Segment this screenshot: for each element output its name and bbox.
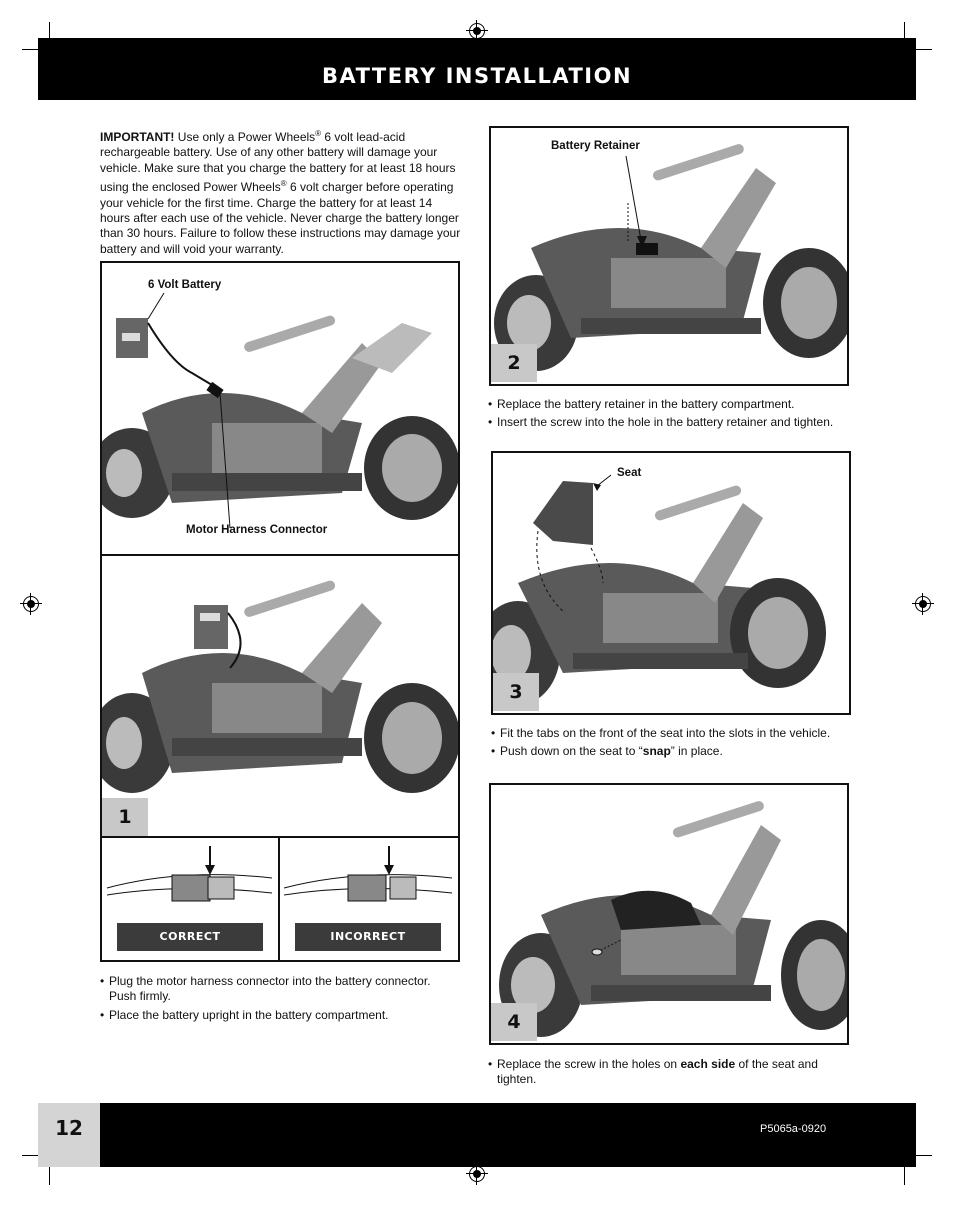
registered-mark: ®	[280, 179, 287, 189]
crop-mark	[22, 1155, 52, 1156]
registration-mark-icon	[466, 20, 488, 42]
step4-panel: 4	[489, 783, 849, 1045]
step2-panel: Battery Retainer 2	[489, 126, 849, 386]
instruction-text: ” in place.	[670, 744, 723, 759]
crop-mark	[49, 1155, 50, 1185]
instruction-item: Fit the tabs on the front of the seat in…	[491, 726, 871, 742]
each-side-emphasis: each side	[680, 1057, 736, 1071]
incorrect-label: INCORRECT	[295, 923, 441, 951]
step1-instructions: Plug the motor harness connector into th…	[100, 974, 455, 1026]
connector-incorrect-drawing	[283, 846, 453, 902]
seat-drawing	[611, 890, 701, 930]
step-number-badge: 3	[493, 673, 539, 711]
step-number-badge: 4	[491, 1003, 537, 1041]
footer-bar	[38, 1103, 916, 1167]
important-lead: IMPORTANT!	[100, 130, 175, 144]
instruction-item: Place the battery upright in the battery…	[100, 1008, 455, 1024]
step4-instructions: Replace the screw in the holes on each s…	[488, 1057, 818, 1091]
seat-drawing	[533, 481, 593, 545]
page-number: 12	[55, 1116, 83, 1140]
step2-illustration	[494, 144, 847, 371]
document-code: P5065a-0920	[760, 1123, 827, 1135]
instruction-text: of the seat and tighten.	[497, 1057, 818, 1087]
header-bar	[38, 38, 916, 100]
page-number-box	[38, 1103, 100, 1167]
step1-panel: 6 Volt Battery Motor Harness Connector 1…	[100, 261, 460, 962]
tricycle-drawing	[102, 315, 458, 520]
crop-mark	[904, 22, 905, 52]
crop-mark	[902, 49, 932, 50]
instruction-item: Push down on the seat to “snap” in place…	[491, 744, 871, 760]
step1-illustration	[102, 292, 458, 960]
step2-instructions: Replace the battery retainer in the batt…	[488, 397, 868, 434]
step-number-badge: 1	[102, 798, 148, 836]
important-notice: IMPORTANT! Use only a Power Wheels® 6 vo…	[100, 126, 465, 257]
callout-6-volt-battery: 6 Volt Battery	[148, 279, 222, 291]
registration-mark-icon	[466, 1163, 488, 1185]
registration-mark-icon	[912, 593, 934, 615]
instruction-text: Push down on the seat to “	[500, 744, 643, 759]
instruction-item: Replace the screw in the holes on each s…	[488, 1057, 818, 1088]
instruction-item: Replace the battery retainer in the batt…	[488, 397, 868, 413]
correct-label: CORRECT	[117, 923, 263, 951]
instruction-item: Insert the screw into the hole in the ba…	[488, 415, 868, 431]
registration-mark-icon	[20, 593, 42, 615]
notice-text: Use only a Power Wheels	[174, 130, 316, 144]
crop-mark	[904, 1155, 905, 1185]
step-number-badge: 2	[491, 344, 537, 382]
crop-mark	[22, 49, 52, 50]
registered-mark: ®	[315, 129, 322, 138]
step3-instructions: Fit the tabs on the front of the seat in…	[491, 726, 871, 763]
crop-mark	[49, 22, 50, 52]
step3-panel: Seat 3	[491, 451, 851, 715]
step4-illustration	[499, 801, 847, 1037]
page-title: BATTERY INSTALLATION	[321, 64, 633, 88]
notice-text: 6 volt lead-acid rechargeable battery. U…	[100, 130, 456, 195]
instruction-item: Plug the motor harness connector into th…	[100, 974, 455, 1005]
callout-battery-retainer: Battery Retainer	[551, 140, 640, 152]
crop-mark	[902, 1155, 932, 1156]
notice-text: 6 volt charger before operating your veh…	[100, 180, 461, 256]
instruction-text: Replace the screw in the holes on	[497, 1057, 681, 1071]
step3-illustration	[493, 474, 826, 705]
connector-correct-drawing	[106, 846, 273, 902]
snap-emphasis: snap	[642, 744, 671, 759]
callout-motor-harness-connector: Motor Harness Connector	[186, 524, 328, 536]
callout-seat: Seat	[617, 467, 642, 479]
